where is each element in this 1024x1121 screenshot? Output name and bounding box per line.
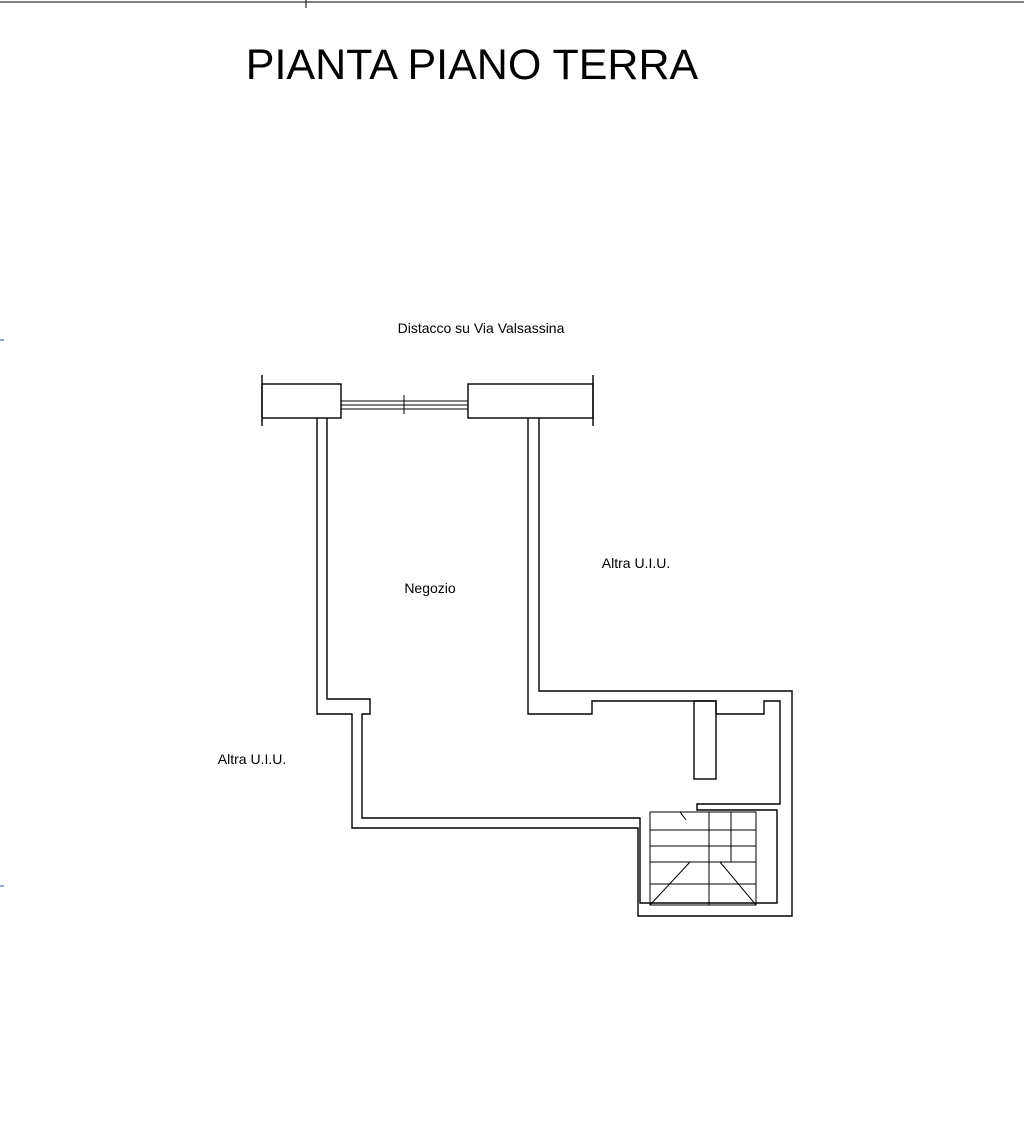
pillar: [693, 700, 717, 780]
street-label: Distacco su Via Valsassina: [398, 320, 565, 336]
outer-wall-outline: [316, 418, 793, 917]
plan-title: PIANTA PIANO TERRA: [246, 41, 699, 89]
room-label-shop: Negozio: [404, 580, 456, 596]
sheet-frame: [0, 0, 1024, 887]
inner-wall-outline: [326, 418, 781, 904]
room-label-other-unit-right: Altra U.I.U.: [602, 555, 670, 571]
shop-window: [341, 395, 468, 414]
staircase: [649, 811, 757, 906]
room-label-other-unit-left: Altra U.I.U.: [218, 751, 286, 767]
